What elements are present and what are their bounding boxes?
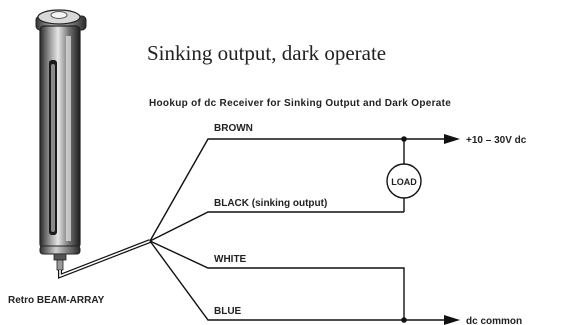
- junction-top: [401, 136, 407, 142]
- supply-positive-arrow: [444, 134, 460, 144]
- sensor-label: Retro BEAM-ARRAY: [8, 295, 105, 306]
- load-label: LOAD: [391, 177, 417, 187]
- brown-wire-label: BROWN: [214, 123, 253, 134]
- diagram-heading: Hookup of dc Receiver for Sinking Output…: [149, 98, 451, 109]
- supply-positive-label: +10 – 30V dc: [466, 135, 527, 146]
- supply-common-arrow: [444, 315, 460, 325]
- page-title: Sinking output, dark operate: [147, 41, 386, 65]
- junction-bottom: [401, 317, 407, 323]
- beam-array-sensor: [35, 9, 87, 271]
- black-wire-label: BLACK (sinking output): [214, 198, 327, 209]
- supply-common-label: dc common: [466, 316, 522, 325]
- blue-wire: [149, 240, 444, 321]
- black-wire: [149, 211, 404, 242]
- brown-wire: [149, 138, 444, 242]
- blue-wire-label: BLUE: [214, 306, 242, 317]
- white-wire-label: WHITE: [214, 254, 247, 265]
- white-wire: [149, 240, 405, 320]
